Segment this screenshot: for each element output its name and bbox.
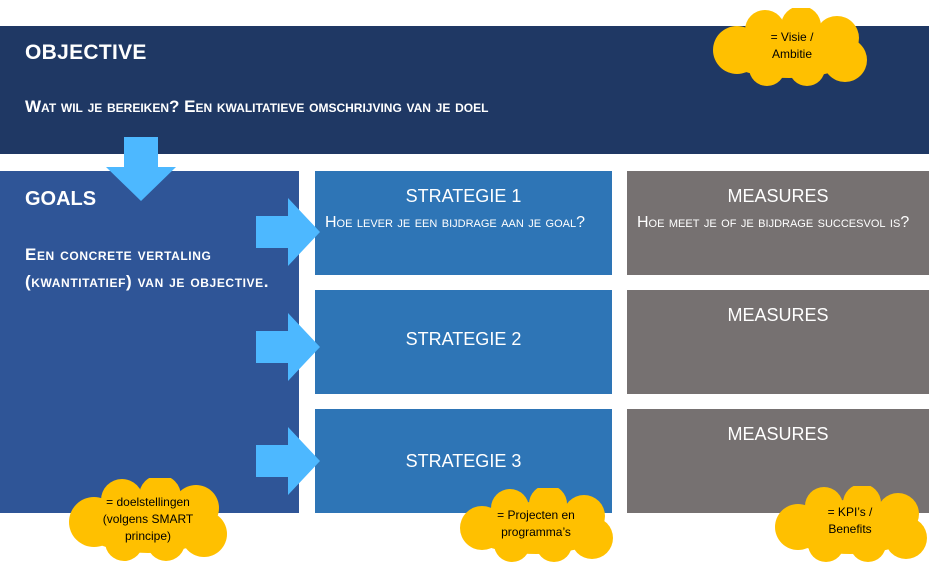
- measures-1-description: Hoe meet je of je bijdrage succesvol is?: [637, 214, 910, 231]
- measures-2-box: MEASURES: [627, 290, 929, 394]
- strategy-1-box: STRATEGIE 1 Hoe lever je een bijdrage aa…: [315, 171, 612, 275]
- objective-note-line1: = Visie /: [770, 30, 814, 44]
- measures-1-title: MEASURES: [727, 186, 829, 206]
- goals-note-line3: principe): [124, 529, 172, 543]
- strategy-1-description: Hoe lever je een bijdrage aan je goal?: [325, 214, 586, 231]
- objective-note-line2: Ambitie: [771, 47, 812, 61]
- strategy-2-title: STRATEGIE 2: [405, 329, 522, 349]
- cloud-shape-icon: [775, 486, 927, 562]
- goals-title: GOALS: [25, 188, 97, 210]
- objective-title: OBJECTIVE: [25, 41, 147, 64]
- goals-note-line2: (volgens SMART: [102, 512, 194, 526]
- goals-note: = doelstellingen (volgens SMART principe…: [78, 494, 218, 545]
- measures-3-title: MEASURES: [727, 424, 829, 444]
- cloud-shape-icon: [460, 488, 613, 562]
- goals-description: Een concrete vertaling (kwantitatief) va…: [25, 245, 270, 291]
- measures-2-title: MEASURES: [727, 305, 829, 325]
- right-arrow-icon: [256, 427, 320, 495]
- strategies-note-line1: = Projecten en: [497, 508, 575, 522]
- cloud-shape-icon: [69, 478, 227, 561]
- cloud-shape-icon: [713, 8, 867, 86]
- right-arrow-icon: [256, 198, 320, 266]
- strategy-2-box: STRATEGIE 2: [315, 290, 612, 394]
- strategies-note-line2: programma’s: [501, 525, 571, 539]
- strategies-note: = Projecten en programma’s: [466, 507, 606, 541]
- measures-note: = KPI’s / Benefits: [790, 504, 910, 538]
- goals-note-line1: = doelstellingen: [106, 495, 190, 509]
- strategy-3-title: STRATEGIE 3: [405, 451, 522, 471]
- measures-note-line1: = KPI’s /: [827, 505, 873, 519]
- objective-note: = Visie / Ambitie: [737, 29, 847, 63]
- down-arrow-icon: [106, 137, 176, 201]
- measures-1-box: MEASURES Hoe meet je of je bijdrage succ…: [627, 171, 929, 275]
- objective-description: Wat wil je bereiken? Een kwalitatieve om…: [25, 97, 489, 116]
- right-arrow-icon: [256, 313, 320, 381]
- goals-box: GOALS Een concrete vertaling (kwantitati…: [0, 171, 299, 513]
- strategy-1-title: STRATEGIE 1: [405, 186, 522, 206]
- measures-note-line2: Benefits: [828, 522, 872, 536]
